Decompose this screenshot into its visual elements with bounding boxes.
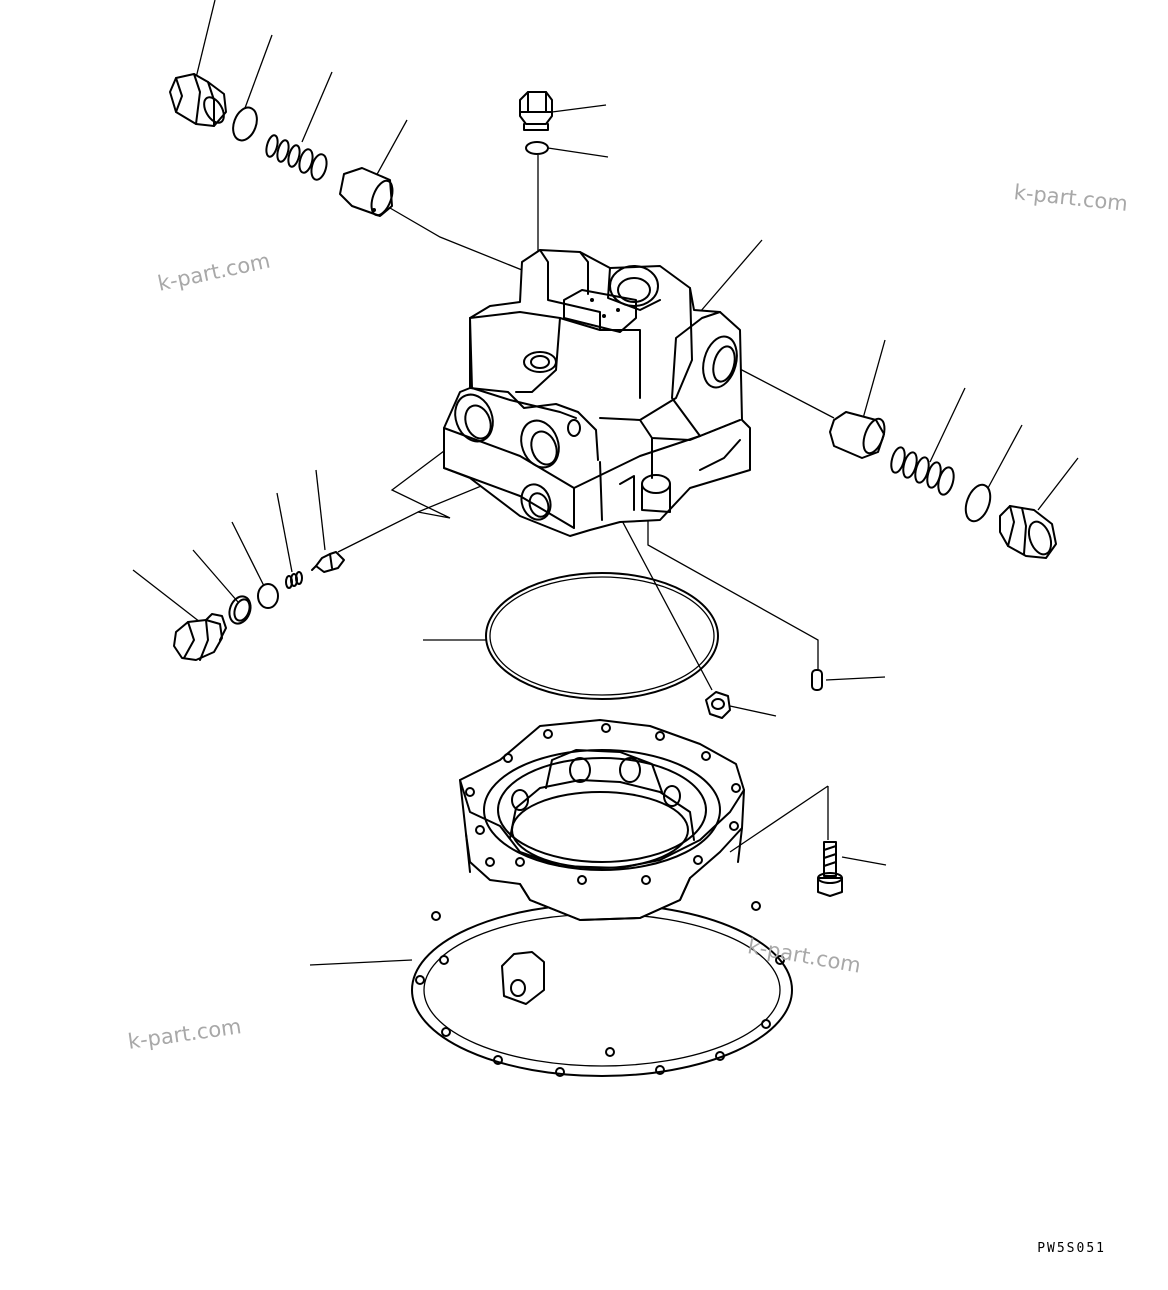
plug-top-center: [519, 91, 553, 131]
valve-body: [443, 249, 751, 537]
o-ring-top-center: [525, 141, 549, 155]
pin-left: [311, 551, 345, 573]
o-ring-right: [964, 483, 992, 523]
plug-top-left: [169, 73, 227, 127]
plug-left: [173, 613, 227, 661]
plug-right: [999, 505, 1057, 559]
o-ring-top-left: [232, 106, 258, 142]
check-valve-small: [705, 691, 731, 719]
o-ring-left-small: [257, 583, 279, 609]
motor-housing: [411, 719, 793, 1077]
spring-top-left: [265, 134, 328, 181]
socket-bolt: [817, 841, 843, 897]
spool-top-left: [339, 167, 394, 217]
drawing-code: PW5S051: [1037, 1241, 1106, 1256]
spring-left: [285, 571, 303, 589]
dowel-pin: [811, 669, 823, 691]
spool-right: [829, 411, 886, 459]
backup-ring-left: [228, 595, 252, 625]
spring-right: [890, 446, 955, 496]
o-ring-large: [485, 572, 719, 700]
